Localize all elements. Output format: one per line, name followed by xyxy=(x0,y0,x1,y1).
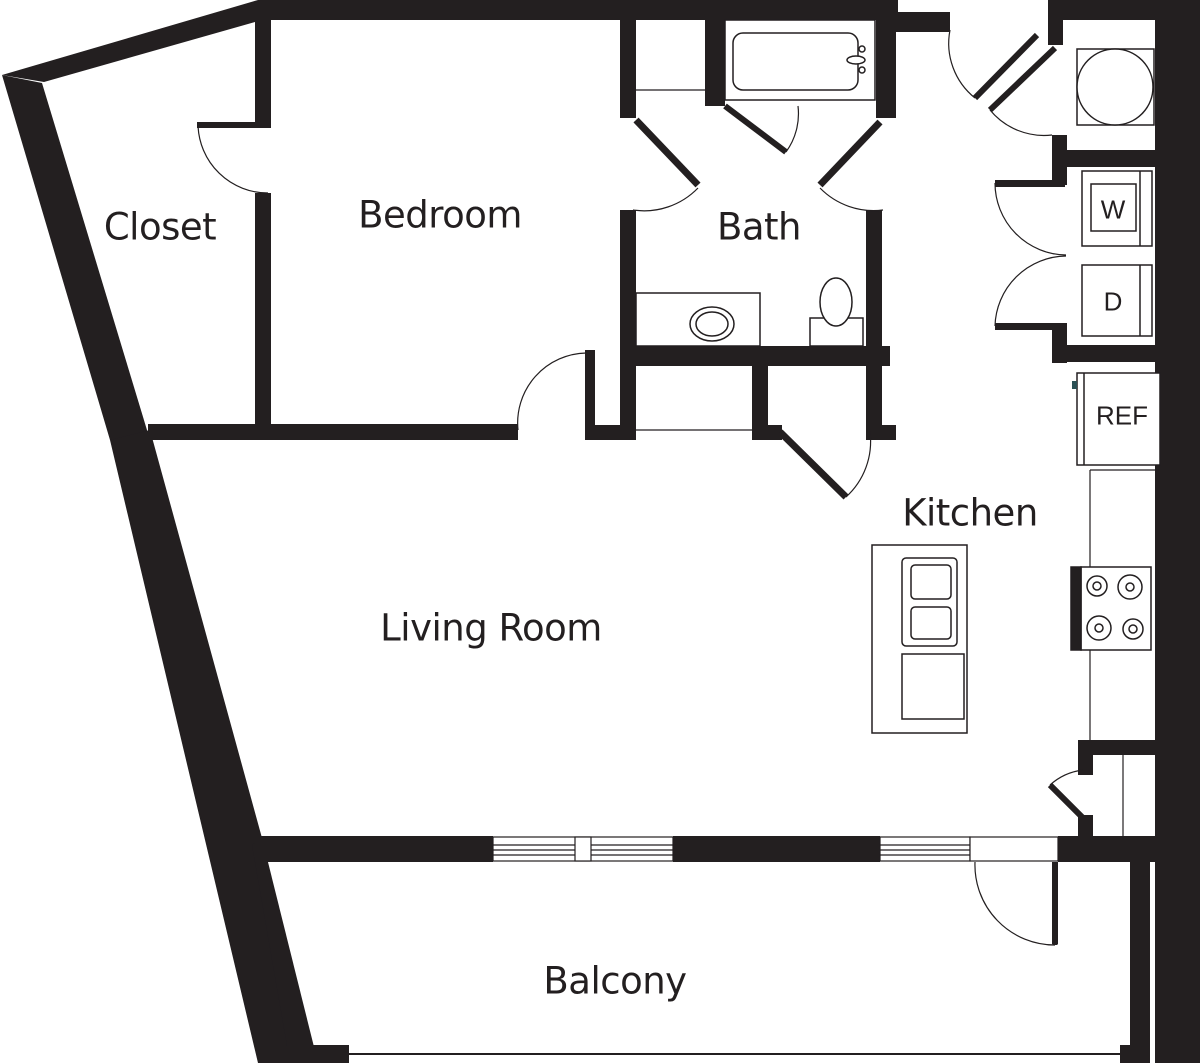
door-linen xyxy=(845,431,872,498)
wall-top-left xyxy=(2,0,262,82)
window-kitchen xyxy=(879,836,971,862)
door-bath-left xyxy=(632,187,699,212)
wall-top xyxy=(258,0,898,20)
windows xyxy=(492,836,1059,862)
fixtures xyxy=(635,19,1161,734)
appliance-label-refrigerator: REF xyxy=(1096,400,1148,431)
wall-bottom-living xyxy=(255,836,493,862)
door-balcony xyxy=(974,861,1056,946)
door-laundry-top xyxy=(994,182,1067,256)
wall-left-outer xyxy=(2,75,150,440)
toilet-icon xyxy=(819,277,853,327)
door-laundry-bottom xyxy=(994,255,1067,327)
door-swings xyxy=(197,29,1155,1055)
wall-right xyxy=(1155,0,1200,1063)
room-label-kitchen: Kitchen xyxy=(902,491,1038,535)
appliance-label-dryer: D xyxy=(1103,286,1123,317)
room-label-closet: Closet xyxy=(103,205,217,249)
refrigerator-icon xyxy=(1076,372,1161,466)
dishwasher-icon xyxy=(901,653,965,720)
room-label-bath: Bath xyxy=(716,205,802,249)
room-label-balcony: Balcony xyxy=(543,959,687,1003)
balcony-doorway xyxy=(969,836,1059,862)
room-label-bedroom: Bedroom xyxy=(358,193,522,237)
vanity-counter xyxy=(635,292,761,347)
door-bedroom xyxy=(517,352,587,431)
bathtub-inner xyxy=(732,32,859,91)
door-bath-right xyxy=(819,187,884,212)
room-label-living-room: Living Room xyxy=(380,606,602,650)
door-closet xyxy=(197,124,269,194)
wall-left-lower xyxy=(110,430,302,1063)
appliance-label-washer: W xyxy=(1100,194,1126,225)
